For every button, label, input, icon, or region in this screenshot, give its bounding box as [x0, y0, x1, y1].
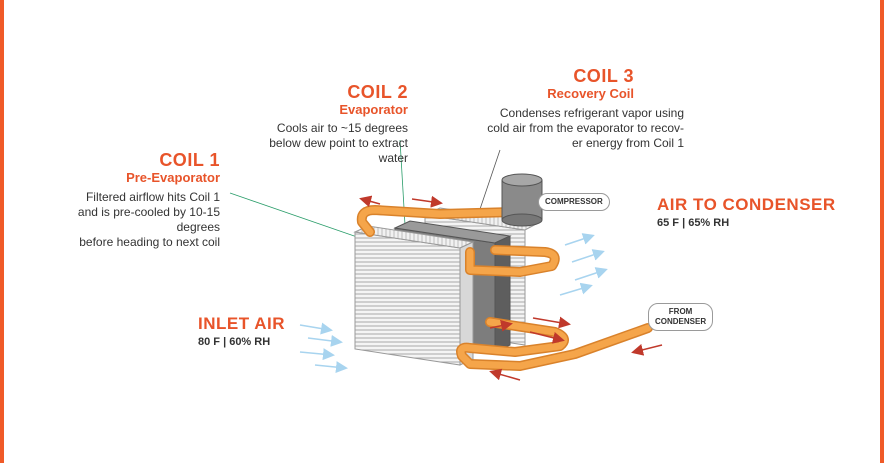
coil1-title: COIL 1: [159, 150, 220, 170]
coil3-description: Condenses refrigerant vapor using cold a…: [487, 106, 684, 150]
left-edge-bar: [0, 0, 4, 463]
coil1-unit: [353, 225, 475, 366]
air-to-condenser-label: AIR TO CONDENSER 65 F | 65% RH: [657, 195, 836, 231]
coil2-subtitle: Evaporator: [339, 102, 408, 117]
coil3-subtitle: Recovery Coil: [547, 86, 634, 101]
coil3-leader-line: [477, 149, 501, 216]
compressor-tag: COMPRESSOR: [538, 193, 610, 211]
from-condenser-tag: FROM CONDENSER: [648, 303, 714, 331]
inlet-air-label: INLET AIR 80 F | 60% RH: [198, 314, 285, 350]
refrigerant-flow-arrows: [359, 195, 663, 381]
coil3-title: COIL 3: [573, 66, 634, 86]
coil1-leader-line: [229, 192, 361, 239]
air-to-condenser-title: AIR TO CONDENSER: [657, 195, 836, 214]
coil3-label: COIL 3 Recovery Coil: [520, 66, 634, 102]
air-to-condenser-conditions: 65 F | 65% RH: [657, 217, 730, 229]
air-flow-arrows: [299, 233, 608, 374]
right-edge-bar: [880, 0, 884, 463]
coil2-label: COIL 2 Evaporator: [300, 82, 408, 118]
coil2-description: Cools air to ~15 degrees below dew point…: [269, 121, 408, 165]
coil1-description: Filtered airflow hits Coil 1 and is pre-…: [77, 190, 220, 249]
coil2-title: COIL 2: [347, 82, 408, 102]
coil1-subtitle: Pre-Evaporator: [126, 170, 220, 185]
coil1-label: COIL 1 Pre-Evaporator: [96, 150, 220, 186]
inlet-air-title: INLET AIR: [198, 314, 285, 333]
inlet-air-conditions: 80 F | 60% RH: [198, 336, 271, 348]
compressor: [501, 173, 543, 227]
